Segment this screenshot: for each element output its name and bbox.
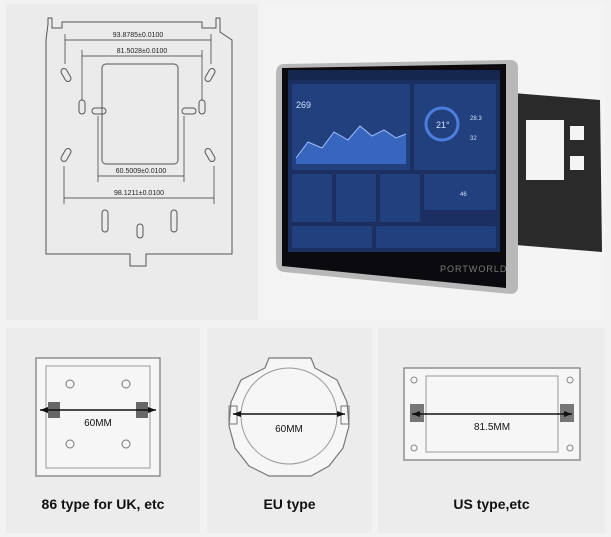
dim-bottom-inner-label: 60.5009±0.0100 (116, 168, 167, 175)
dim-top-outer-label: 93.8785±0.0100 (113, 32, 164, 39)
dim-top-inner-label: 81.5028±0.0100 (117, 48, 168, 55)
dim-bottom-outer-label: 98.1211±0.0100 (114, 190, 164, 197)
mounting-plate-drawing: 93.8785±0.0100 81.5028±0.0100 60.5009±0.… (45, 17, 233, 267)
uk-measure-label: 60MM (84, 418, 112, 429)
us-box-panel: 81.5MM US type,etc (378, 328, 605, 533)
screen-big-value: 269 (296, 100, 311, 110)
uk-86-box-illustration: 60MM (35, 357, 161, 477)
us-box-illustration: 81.5MM (403, 367, 581, 461)
device-illustration: 269 21° 28.3 32 46 PORTWORLD (276, 60, 602, 294)
screen-stat-c: 46 (460, 192, 467, 198)
brand-logo-text: PORTWORLD (440, 264, 507, 274)
screen-stat-a: 28.3 (470, 116, 482, 122)
uk-caption: 86 type for UK, etc (41, 496, 165, 512)
uk-box-panel: 60MM 86 type for UK, etc (6, 328, 200, 533)
mounting-plate-drawing-panel: 93.8785±0.0100 81.5028±0.0100 60.5009±0.… (6, 4, 258, 320)
eu-box-illustration: 60MM (228, 357, 350, 477)
device-photo-panel: 269 21° 28.3 32 46 PORTWORLD (264, 4, 605, 320)
eu-measure-label: 60MM (275, 424, 303, 435)
us-measure-label: 81.5MM (474, 422, 510, 433)
screen-gauge-value: 21° (436, 120, 450, 130)
eu-box-panel: 60MM EU type (207, 328, 372, 533)
us-caption: US type,etc (453, 496, 530, 512)
screen-stat-b: 32 (470, 136, 477, 142)
eu-caption: EU type (263, 496, 316, 512)
